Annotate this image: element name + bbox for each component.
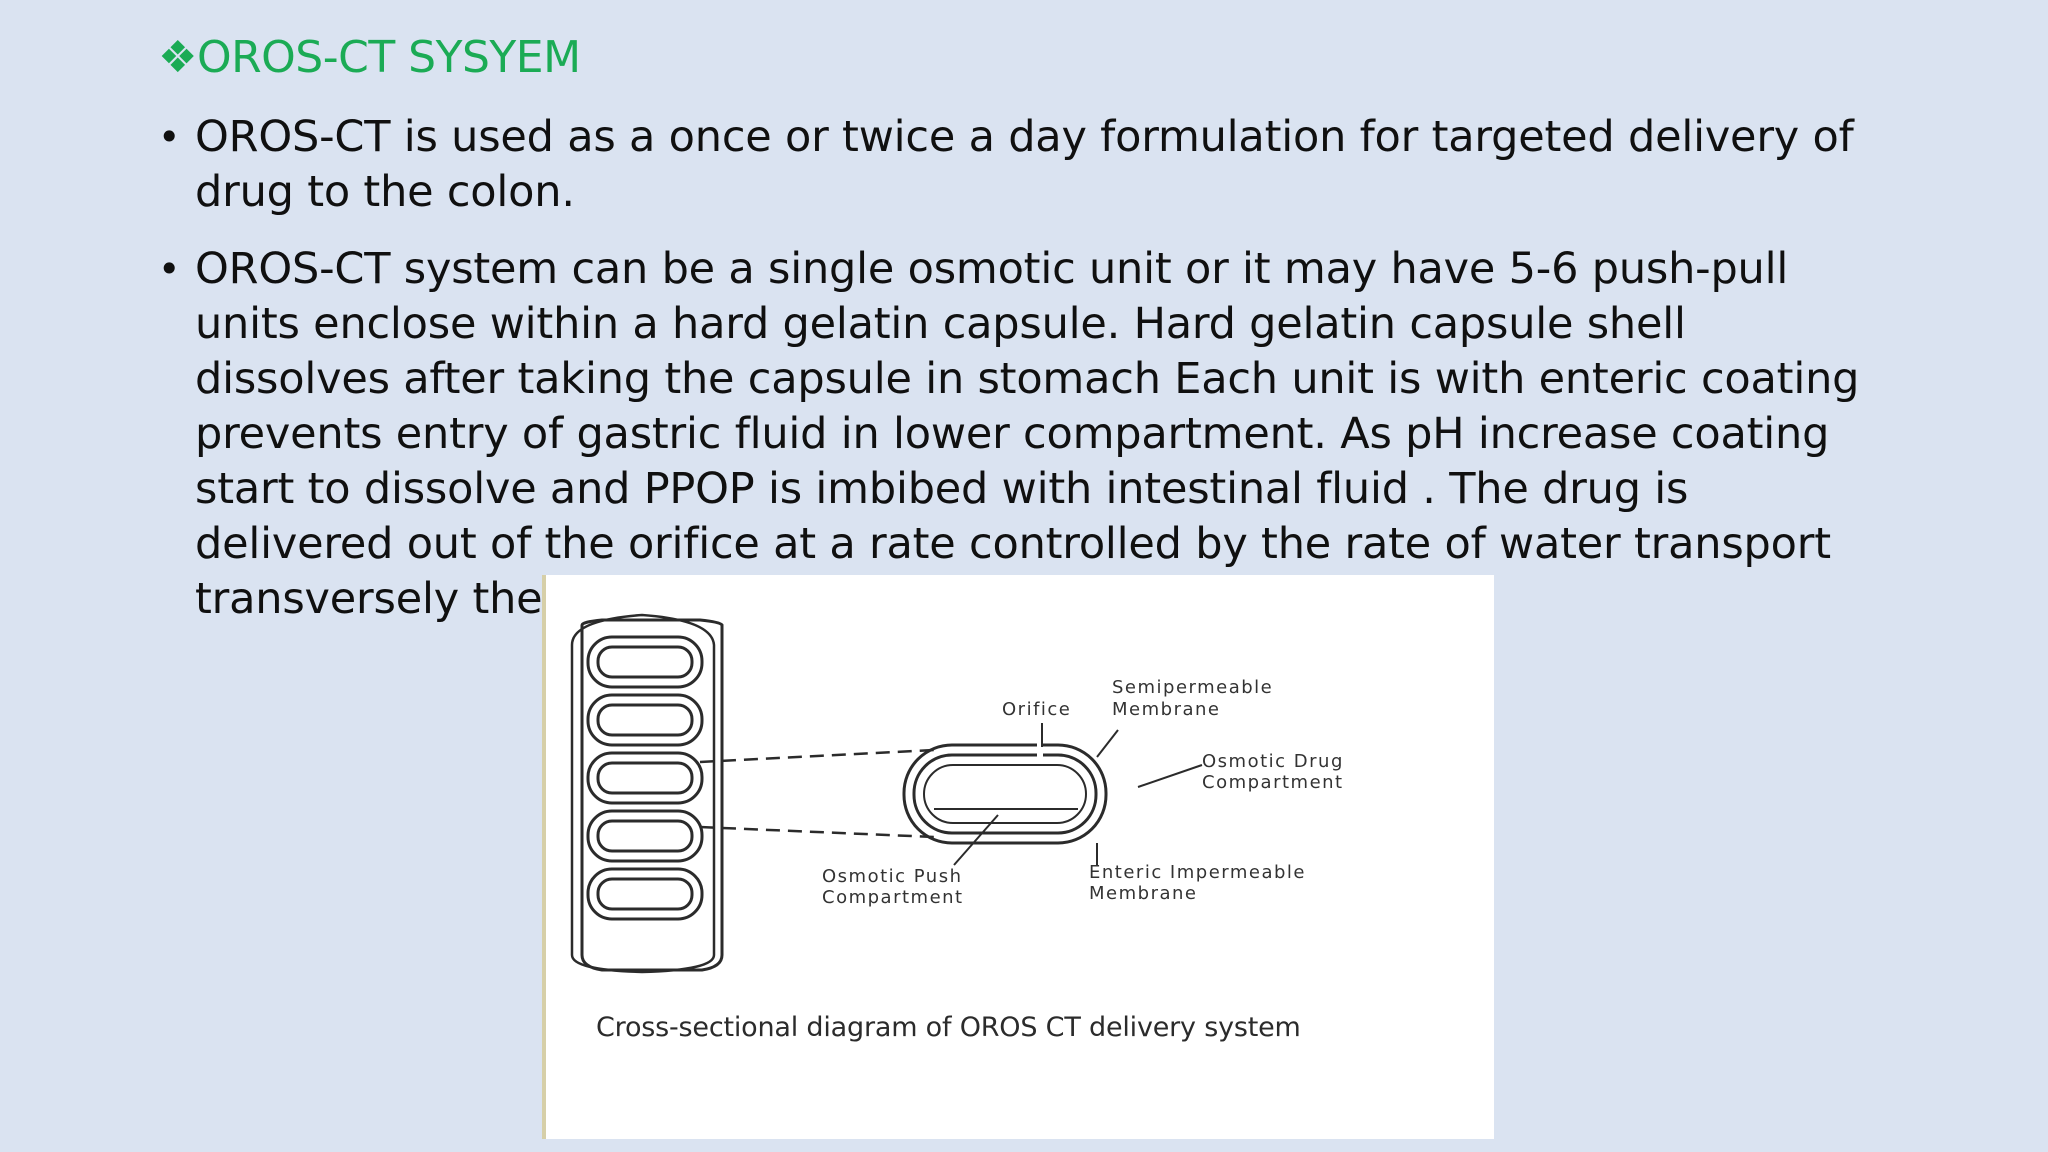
diamond-bullet-icon: ❖ <box>158 32 197 83</box>
label-osmotic-push-line2: Compartment <box>822 887 964 908</box>
label-enteric-line2: Membrane <box>1089 883 1198 904</box>
figure-caption: Cross-sectional diagram of OROS CT deliv… <box>596 1012 1301 1043</box>
leader-osmotic-push <box>953 814 999 866</box>
enlarged-unit <box>902 743 1108 845</box>
label-enteric-line1: Enteric Impermeable <box>1089 862 1306 883</box>
capsule-shell-inner <box>570 613 716 974</box>
diagram-drawing <box>570 613 1203 974</box>
projection-line-bottom <box>699 825 935 839</box>
bullet-list: • OROS-CT is used as a once or twice a d… <box>158 110 1878 649</box>
bullet-text: OROS-CT system can be a single osmotic u… <box>195 244 1860 624</box>
leader-osmotic-drug <box>1137 764 1203 788</box>
bullet-dot-icon: • <box>158 247 181 291</box>
projection-line-top <box>699 748 935 764</box>
label-osmotic-push-line1: Osmotic Push <box>822 866 963 887</box>
bullet-item: • OROS-CT is used as a once or twice a d… <box>158 110 1878 220</box>
figure-edge <box>542 575 546 1139</box>
bullet-text: OROS-CT is used as a once or twice a day… <box>195 112 1854 217</box>
label-osmotic-drug-line2: Compartment <box>1202 772 1344 793</box>
label-osmotic-drug-line1: Osmotic Drug <box>1202 751 1344 772</box>
bullet-item: • OROS-CT system can be a single osmotic… <box>158 242 1878 627</box>
bullet-dot-icon: • <box>158 115 181 159</box>
slide-title: OROS-CT SYSYEM <box>196 32 581 83</box>
label-semipermeable-line2: Membrane <box>1112 699 1221 720</box>
slide-heading: ❖OROS-CT SYSYEM <box>158 32 581 83</box>
leader-semipermeable <box>1096 729 1119 758</box>
label-semipermeable-line1: Semipermeable <box>1112 677 1274 698</box>
oros-ct-diagram: Orifice Semipermeable Membrane Osmotic D… <box>542 575 1494 1139</box>
label-orifice: Orifice <box>1002 699 1072 720</box>
push-pull-units <box>586 635 704 921</box>
